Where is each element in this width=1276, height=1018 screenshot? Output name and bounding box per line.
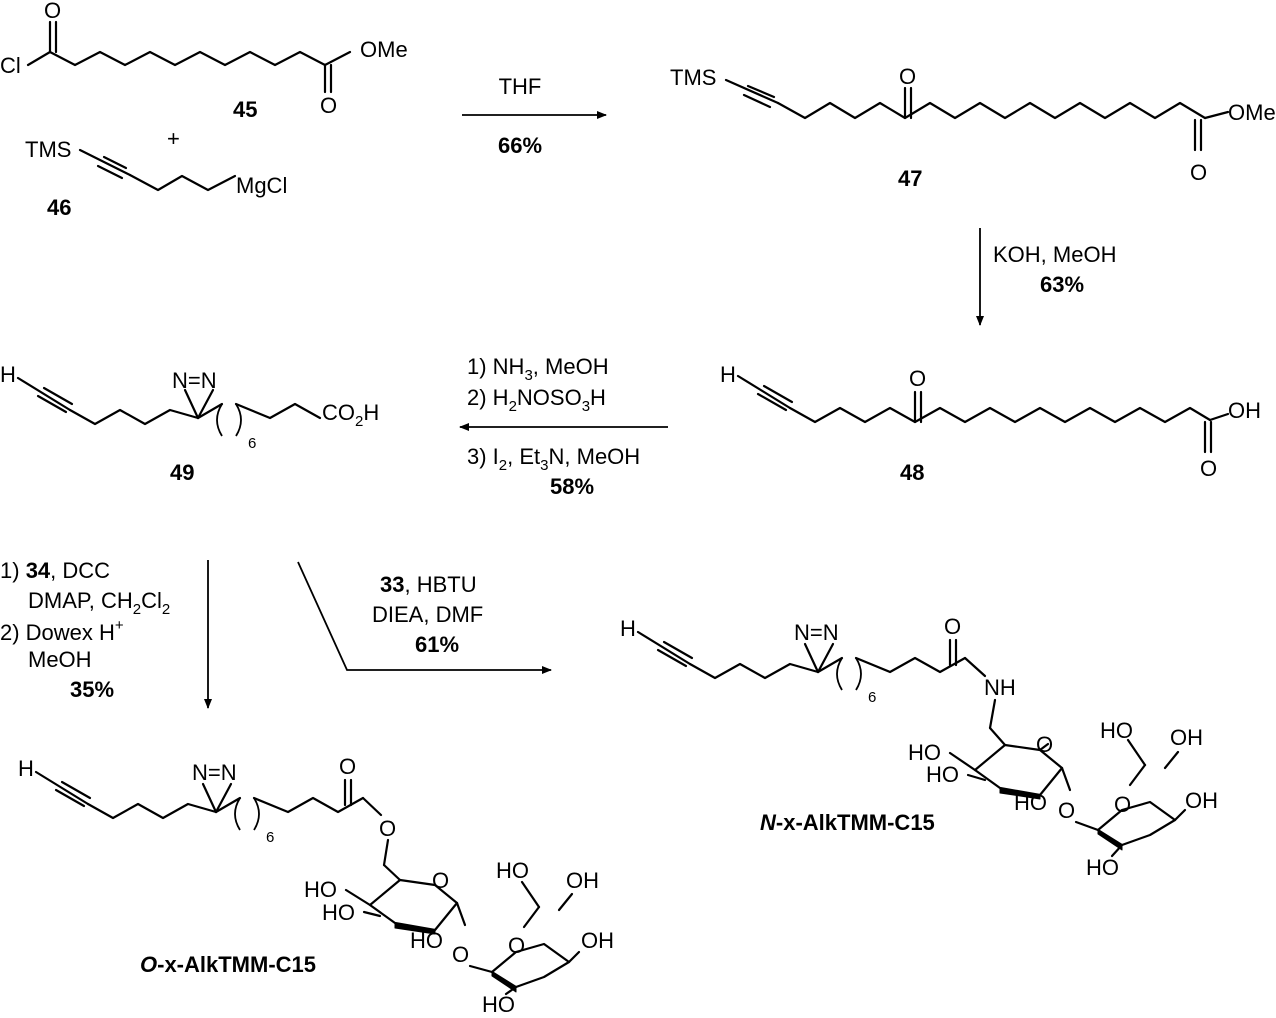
amide-nh: NH [984, 675, 1016, 700]
tms-group: TMS [670, 65, 716, 90]
terminal-hydrogen: H [620, 616, 636, 641]
terminal-hydrogen: H [18, 756, 34, 781]
hydroxyl-group: HO [908, 740, 941, 765]
reaction-arrow-5: 33, HBTU DIEA, DMF 61% [297, 561, 552, 674]
compound-name-o-x: O-x-AlkTMM-C15 [140, 952, 316, 977]
compound-47: TMS O OMe O 47 [670, 64, 1276, 191]
chain-repeat-6: 6 [868, 689, 876, 706]
ester-carbonyl-oxygen: O [339, 754, 356, 779]
yield-66: 66% [498, 133, 542, 158]
glycosidic-oxygen: O [1058, 798, 1075, 823]
yield-61: 61% [415, 632, 459, 657]
carbonyl-oxygen: O [1190, 160, 1207, 185]
chain-repeat-6: 6 [266, 829, 274, 846]
ester-oxygen: O [379, 816, 396, 841]
ring-oxygen: O [432, 868, 449, 893]
yield-58: 58% [550, 474, 594, 499]
reagent-koh-meoh: KOH, MeOH [993, 242, 1116, 267]
hydroxyl-group: OH [1170, 725, 1203, 750]
ring-oxygen: O [508, 933, 525, 958]
reaction-arrow-3: 1) NH3, MeOH 2) H2NOSO3H 3) I2, Et3N, Me… [459, 354, 668, 499]
hydroxyl-group: HO [1100, 718, 1133, 743]
hydroxyl-group: HO [410, 928, 443, 953]
amide-oxygen: O [944, 614, 961, 639]
step-34-dcc: 1) 34, DCC [0, 558, 110, 583]
step-dowex: 2) Dowex H+ [0, 617, 124, 645]
terminal-hydrogen: H [720, 362, 736, 387]
chlorine-atom: Cl [0, 53, 21, 78]
compound-name-n-x: N-x-AlkTMM-C15 [760, 810, 935, 835]
compound-label-48: 48 [900, 460, 924, 485]
hydroxyl-group: HO [1086, 855, 1119, 880]
ring-oxygen: O [1114, 792, 1131, 817]
reaction-arrow-2: KOH, MeOH 63% [976, 228, 1116, 326]
step-diea-dmf: DIEA, DMF [372, 602, 483, 627]
hydroxyl-group: OH [1228, 398, 1261, 423]
diazirine-group: N=N [172, 368, 217, 393]
hydroxyl-group: OH [1185, 788, 1218, 813]
compound-45: Cl O OMe O 45 [0, 0, 408, 122]
plus-sign: + [167, 126, 180, 151]
tms-group: TMS [25, 137, 71, 162]
step-nh3: 1) NH3, MeOH [467, 354, 609, 384]
hydroxyl-group: OH [581, 928, 614, 953]
step-h2noso3h: 2) H2NOSO3H [467, 385, 606, 415]
compound-49: H N=N 6 CO2H 49 [0, 362, 379, 485]
compound-label-45: 45 [233, 97, 257, 122]
compound-46: TMS MgCl 46 [25, 137, 287, 220]
step-meoh: MeOH [28, 647, 92, 672]
hydroxyl-group: OH [566, 868, 599, 893]
step-iodine: 3) I2, Et3N, MeOH [467, 444, 640, 474]
step-dmap: DMAP, CH2Cl2 [28, 588, 170, 618]
carbonyl-oxygen: O [320, 93, 337, 118]
reaction-arrow-1: THF 66% [462, 74, 607, 158]
carbonyl-oxygen: O [1200, 456, 1217, 481]
compound-n-x-alktmm-c15: H N=N 6 O NH O HO HO HO O O [620, 614, 1218, 880]
ring-oxygen: O [1036, 732, 1053, 757]
step-33-hbtu: 33, HBTU [380, 572, 477, 597]
methoxy-group: OMe [1228, 100, 1276, 125]
diazirine-group: N=N [192, 760, 237, 785]
magnesium-chloride: MgCl [236, 173, 287, 198]
carboxylic-acid: CO2H [322, 400, 379, 430]
terminal-hydrogen: H [0, 362, 16, 387]
carbonyl-oxygen: O [44, 0, 61, 23]
compound-label-49: 49 [170, 460, 194, 485]
hydroxyl-group: HO [482, 992, 515, 1017]
chain-repeat-6: 6 [248, 435, 256, 452]
diazirine-group: N=N [794, 620, 839, 645]
hydroxyl-group: HO [322, 900, 355, 925]
hydroxyl-group: HO [1014, 790, 1047, 815]
reaction-arrow-4: 1) 34, DCC DMAP, CH2Cl2 2) Dowex H+ MeOH… [0, 558, 212, 709]
methoxy-group: OMe [360, 37, 408, 62]
yield-35: 35% [70, 677, 114, 702]
glycosidic-oxygen: O [452, 942, 469, 967]
compound-48: H O OH O 48 [720, 362, 1261, 485]
hydroxyl-group: HO [496, 858, 529, 883]
compound-label-46: 46 [47, 195, 71, 220]
ketone-oxygen: O [909, 366, 926, 391]
compound-o-x-alktmm-c15: H N=N 6 O O O HO HO HO O O [18, 754, 614, 1017]
yield-63: 63% [1040, 272, 1084, 297]
ketone-oxygen: O [899, 64, 916, 89]
reagent-thf: THF [499, 74, 542, 99]
hydroxyl-group: HO [304, 877, 337, 902]
compound-label-47: 47 [898, 166, 922, 191]
hydroxyl-group: HO [926, 762, 959, 787]
